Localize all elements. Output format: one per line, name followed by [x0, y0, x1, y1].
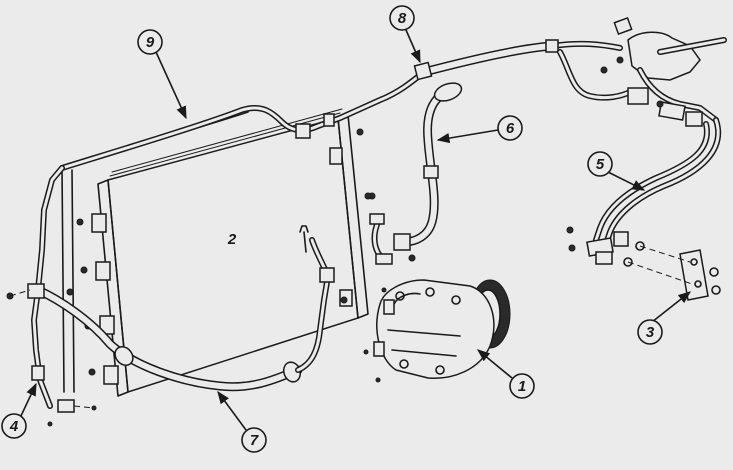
callout-2-label: 2 [227, 231, 237, 248]
callout-9-label: 9 [146, 34, 155, 51]
callout-8: 8 [389, 5, 421, 64]
callout-1-label: 1 [518, 378, 526, 395]
callout-8-label: 8 [398, 10, 407, 27]
condenser [76, 108, 376, 397]
callout-1: 1 [477, 349, 535, 399]
line-7 [33, 237, 335, 392]
callout-5: 5 [587, 151, 646, 191]
callout-3: 3 [637, 291, 692, 345]
expansion-valve [627, 245, 721, 301]
line-9 [59, 69, 427, 171]
callout-6: 6 [436, 115, 523, 144]
hose-8 [413, 39, 633, 101]
callout-7-label: 7 [250, 432, 259, 449]
callout-4: 4 [1, 382, 37, 439]
hose-6 [364, 82, 463, 265]
line-5 [566, 117, 722, 267]
compressor [363, 279, 511, 383]
callout-3-label: 3 [646, 324, 655, 341]
evaporator-connection [600, 17, 727, 127]
callout-2: 2 [227, 231, 237, 248]
callout-6-label: 6 [506, 120, 515, 137]
callout-7: 7 [217, 390, 267, 453]
callout-4-label: 4 [9, 418, 19, 435]
callout-9: 9 [137, 29, 187, 120]
callout-5-label: 5 [596, 156, 605, 173]
left-fittings [6, 165, 97, 427]
